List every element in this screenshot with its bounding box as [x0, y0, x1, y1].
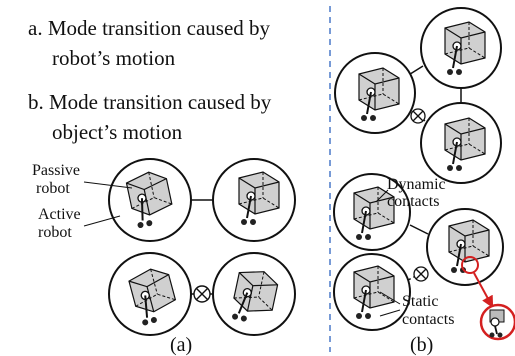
label-static-2: contacts — [402, 311, 455, 328]
zoom-inset — [479, 303, 515, 341]
highlight-circle — [461, 256, 479, 274]
item-b-line2: object’s motion — [52, 120, 183, 144]
label-static-1: Static — [402, 293, 439, 310]
caption-a: (a) — [170, 334, 193, 356]
otimes-icon — [410, 108, 426, 124]
item-a-line1: a. Mode transition caused by — [28, 16, 271, 40]
otimes-icon — [193, 285, 211, 303]
label-passive-1: Passive — [32, 162, 80, 179]
label-active-1: Active — [38, 206, 81, 223]
dynamic-pointer — [375, 189, 389, 203]
item-b-line1: b. Mode transition caused by — [28, 90, 272, 114]
label-dynamic-2: contacts — [387, 193, 440, 210]
static-pointer-1 — [379, 291, 401, 305]
label-dynamic-1: Dynamic — [387, 176, 446, 193]
active-pointer — [83, 215, 121, 227]
static-pointer-2 — [379, 309, 401, 317]
passive-pointer — [83, 181, 133, 189]
label-passive-2: robot — [36, 180, 70, 197]
zoom-arrow — [473, 272, 494, 309]
label-active-2: robot — [38, 224, 72, 241]
edge-b4 — [409, 224, 429, 235]
otimes-icon — [413, 266, 429, 282]
caption-b: (b) — [410, 334, 434, 356]
item-a-line2: robot’s motion — [52, 46, 176, 70]
